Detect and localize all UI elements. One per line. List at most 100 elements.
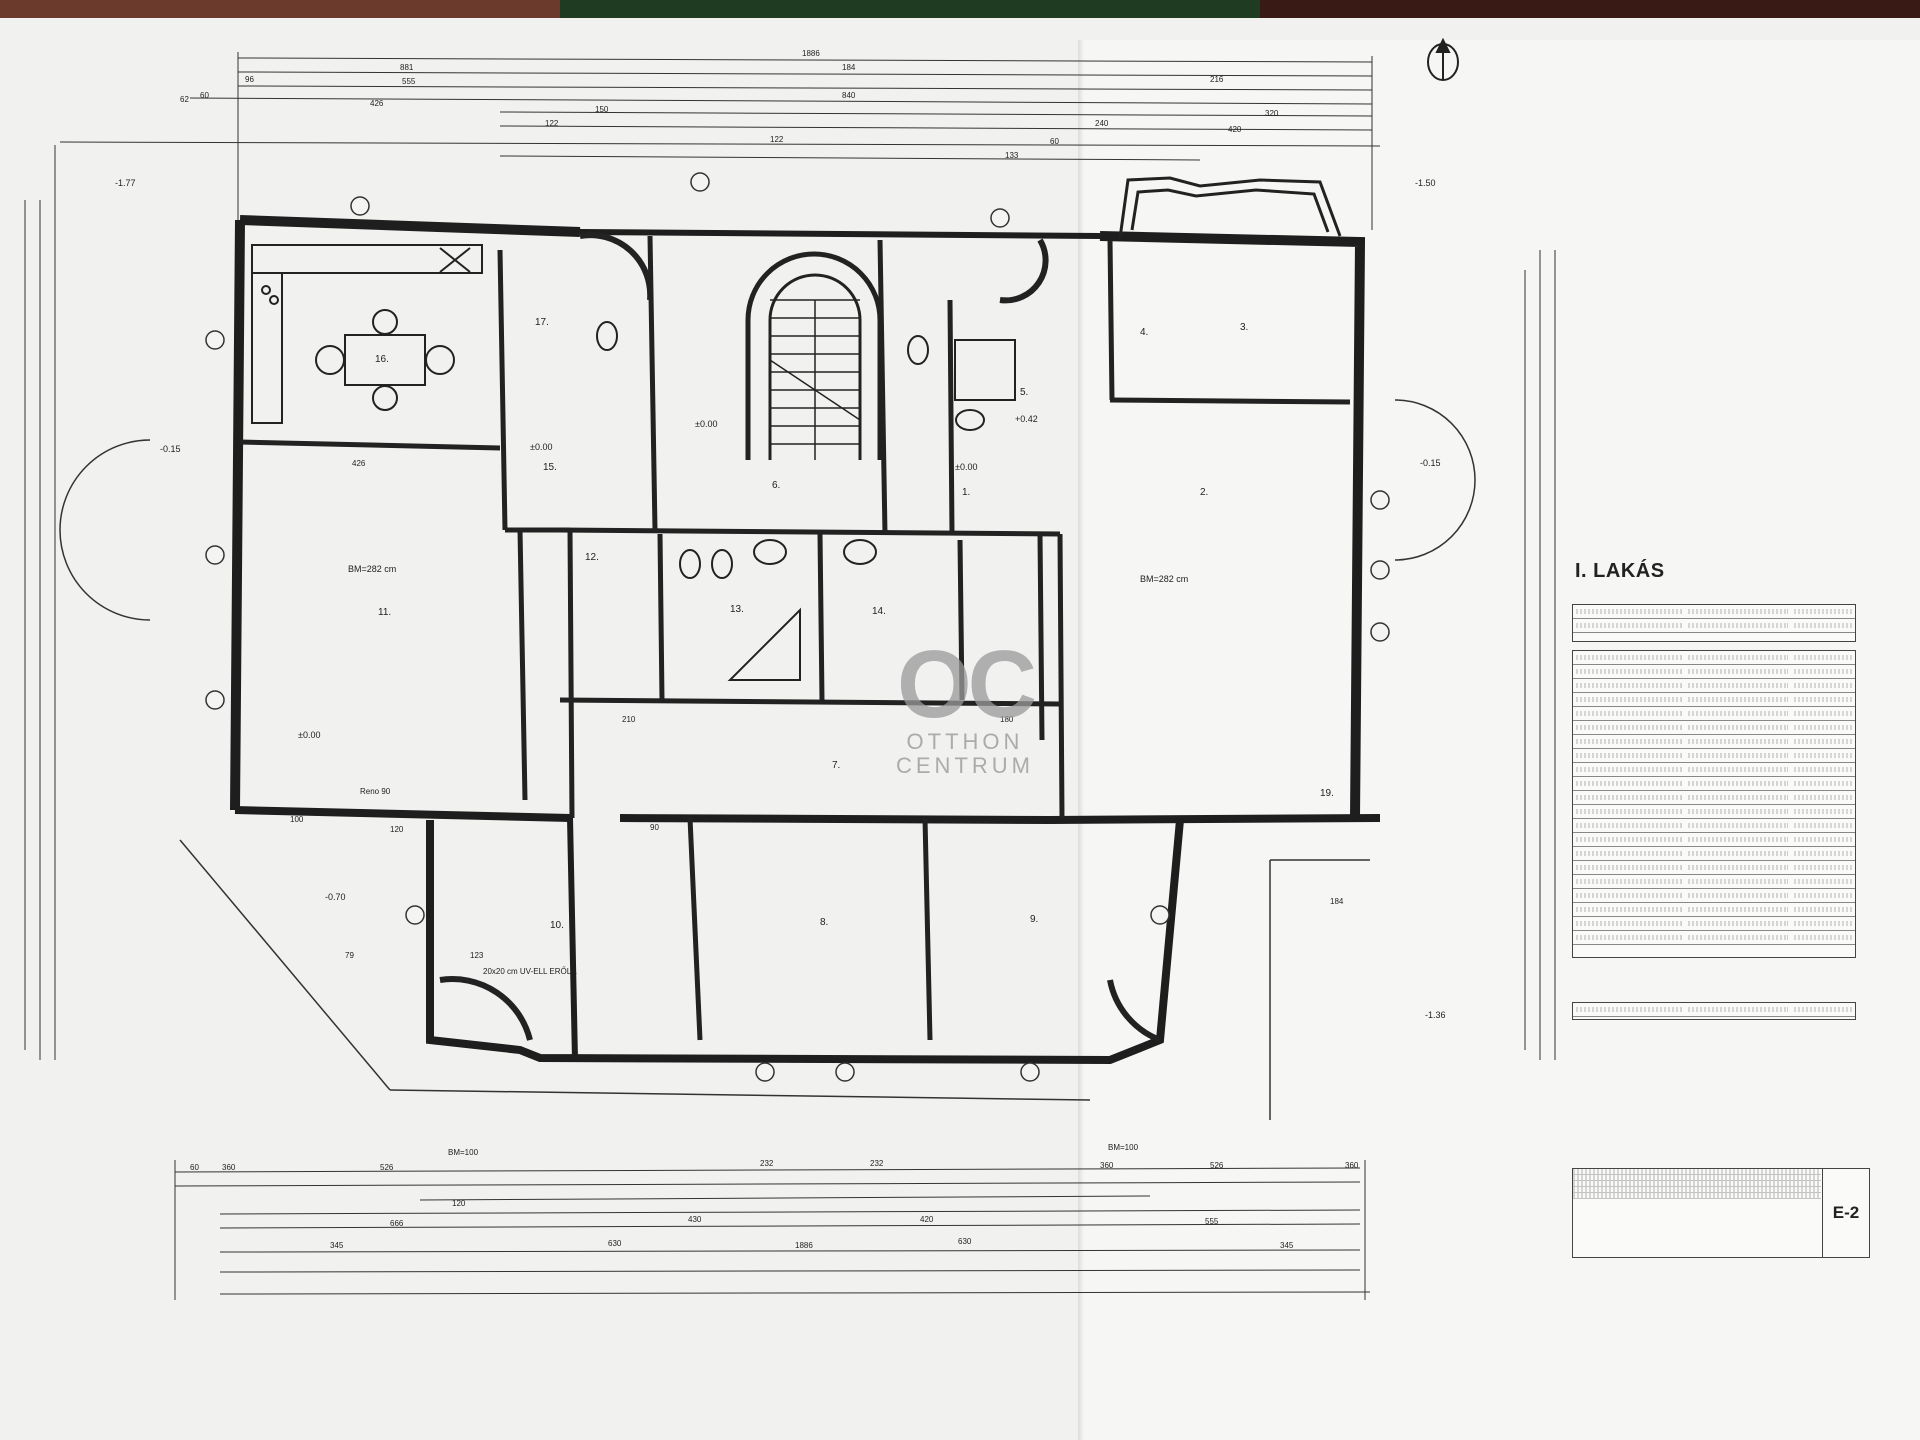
dimension-label: 360 <box>1345 1161 1359 1170</box>
room-number: 4. <box>1140 327 1148 338</box>
level-mark: -0.15 <box>160 444 181 454</box>
dimension-label: 526 <box>380 1163 394 1172</box>
dimension-label: 184 <box>1330 897 1344 906</box>
dimension-label: 345 <box>1280 1241 1294 1250</box>
dimension-label: 184 <box>842 63 856 72</box>
dimension-label: 232 <box>870 1159 884 1168</box>
dimension-label: 345 <box>330 1241 344 1250</box>
dimension-label: 426 <box>352 459 366 468</box>
dimension-label: 122 <box>770 135 784 144</box>
room-number: 5. <box>1020 387 1028 398</box>
room-number: 2. <box>1200 487 1208 498</box>
level-mark: -1.50 <box>1415 178 1436 188</box>
room-number: 10. <box>550 920 564 931</box>
dimension-label: 881 <box>400 63 414 72</box>
title-block-row <box>1573 1181 1821 1187</box>
room-number: 7. <box>832 760 840 771</box>
dimension-label: 123 <box>470 951 484 960</box>
dimension-label: 420 <box>920 1215 934 1224</box>
room-number: 6. <box>772 480 780 491</box>
legend-row <box>1573 619 1855 633</box>
level-mark: +0.42 <box>1015 414 1038 424</box>
room-number: 17. <box>535 317 549 328</box>
dimension-label: 232 <box>760 1159 774 1168</box>
level-mark: -0.15 <box>1420 458 1441 468</box>
curved-walls <box>439 232 1162 1043</box>
legend-row <box>1573 931 1855 945</box>
legend-row <box>1573 735 1855 749</box>
legend-row <box>1573 651 1855 665</box>
legend-table-rooms <box>1572 650 1856 958</box>
legend-table-terrace <box>1572 604 1856 642</box>
room-number: 19. <box>1320 788 1334 799</box>
room-number: 15. <box>543 462 557 473</box>
level-mark: ±0.00 <box>298 730 320 740</box>
title-block-row <box>1573 1175 1821 1181</box>
dimension-label: 360 <box>222 1163 236 1172</box>
legend-row <box>1573 763 1855 777</box>
dimension-label: 120 <box>390 825 404 834</box>
ceiling-height-label: BM=282 cm <box>348 564 396 574</box>
annotation: BM=100 <box>448 1148 479 1157</box>
dimension-label: 96 <box>245 75 254 84</box>
legend-table-total <box>1572 1002 1856 1020</box>
title-block-row <box>1573 1193 1821 1199</box>
annotation: 20x20 cm UV-ELL ERŐLA <box>483 967 577 976</box>
dimension-label: 122 <box>545 119 559 128</box>
site-lines <box>59 399 1476 1120</box>
dimension-label: 320 <box>1265 109 1279 118</box>
legend-row <box>1573 777 1855 791</box>
room-number: 3. <box>1240 322 1248 333</box>
room-labels: 1. 2. 3. 4. 5. 6. 7. 8. 9. 10. 11. 12. 1… <box>375 317 1334 931</box>
room-number: 12. <box>585 552 599 563</box>
room-number: 1. <box>962 487 970 498</box>
dimension-label: 426 <box>370 99 384 108</box>
level-mark: ±0.00 <box>530 442 552 452</box>
watermark-line: CENTRUM <box>896 753 1034 778</box>
dimension-label: 90 <box>650 823 659 832</box>
unit-heading: I. LAKÁS <box>1575 560 1665 582</box>
legend-row <box>1573 903 1855 917</box>
interior-walls <box>239 235 1351 1041</box>
dimension-label: 100 <box>290 815 304 824</box>
dimension-label: 79 <box>345 951 354 960</box>
dimension-label: 630 <box>608 1239 622 1248</box>
legend-row <box>1573 833 1855 847</box>
legend-row <box>1573 917 1855 931</box>
legend-row <box>1573 889 1855 903</box>
legend-row <box>1573 707 1855 721</box>
dimension-label: 420 <box>1228 125 1242 134</box>
legend-row <box>1573 819 1855 833</box>
dimension-label: 150 <box>595 105 609 114</box>
level-mark: ±0.00 <box>955 462 977 472</box>
legend-row <box>1573 1003 1855 1017</box>
dimension-label: 240 <box>1095 119 1109 128</box>
dimension-label: 555 <box>1205 1217 1219 1226</box>
dimension-label: 430 <box>688 1215 702 1224</box>
sanitary-fixtures <box>596 321 1016 681</box>
watermark-logo: OC <box>897 631 1037 738</box>
legend-row <box>1573 847 1855 861</box>
dimension-label: 666 <box>390 1219 404 1228</box>
room-number: 9. <box>1030 914 1038 925</box>
interior-dimension-labels: 426 210 180 90 120 79 123 184 100 <box>290 459 1344 960</box>
dimension-label: 120 <box>452 1199 466 1208</box>
annotations: BM=100 BM=100 Reno 90 20x20 cm UV-ELL ER… <box>360 787 1139 1157</box>
legend-row <box>1573 861 1855 875</box>
level-marks: ±0.00 ±0.00 ±0.00 ±0.00 -0.15 -0.15 +0.4… <box>115 178 1446 1020</box>
annotation: BM=100 <box>1108 1143 1139 1152</box>
sheet-code: E-2 <box>1822 1169 1869 1257</box>
legend-row <box>1573 749 1855 763</box>
level-mark: -1.36 <box>1425 1010 1446 1020</box>
title-block-rows <box>1573 1169 1821 1257</box>
annotation: Reno 90 <box>360 787 391 796</box>
room-number: 8. <box>820 917 828 928</box>
dimension-label: 180 <box>1000 715 1014 724</box>
dimension-label: 1886 <box>795 1241 813 1250</box>
dimension-label: 210 <box>622 715 636 724</box>
top-dimension-lines <box>24 52 1556 1060</box>
legend-row <box>1573 605 1855 619</box>
title-block-row <box>1573 1169 1821 1175</box>
